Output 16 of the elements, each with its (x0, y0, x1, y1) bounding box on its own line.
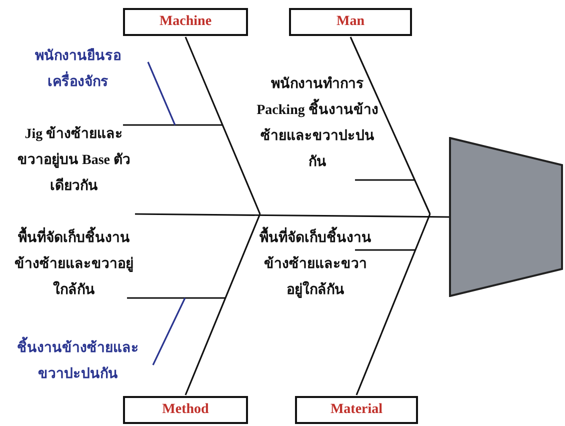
bone-line (356, 214, 431, 396)
category-box: Material (295, 396, 418, 424)
bone-line (350, 36, 431, 214)
cause-text: พื้นที่จัดเก็บชิ้นงานข้างซ้ายและขวาอยู่ใกล้กัน (258, 226, 373, 304)
cause-text: ชิ้นงานข้างซ้ายและขวาปะปนกัน (14, 336, 142, 388)
category-box: Man (289, 8, 412, 36)
effect-head-shape (449, 137, 563, 297)
cause-text: Jig ข้างซ้ายและขวาอยู่บน Base ตัวเดียวกัน (16, 125, 132, 196)
spine-line (135, 213, 449, 218)
bone-line (184, 36, 261, 214)
cause-text: พนักงานทำการ Packing ชิ้นงานข้างซ้ายและขวาปะปนกัน (256, 75, 380, 172)
bone-line (184, 214, 261, 396)
category-box: Method (123, 396, 248, 424)
category-box: Machine (123, 8, 248, 36)
cause-text: พื้นที่จัดเก็บชิ้นงานข้างซ้ายและขวาอยู่ใกล้กัน (14, 226, 134, 304)
cause-text: พนักงานยืนรอเครื่องจักร (34, 47, 122, 92)
